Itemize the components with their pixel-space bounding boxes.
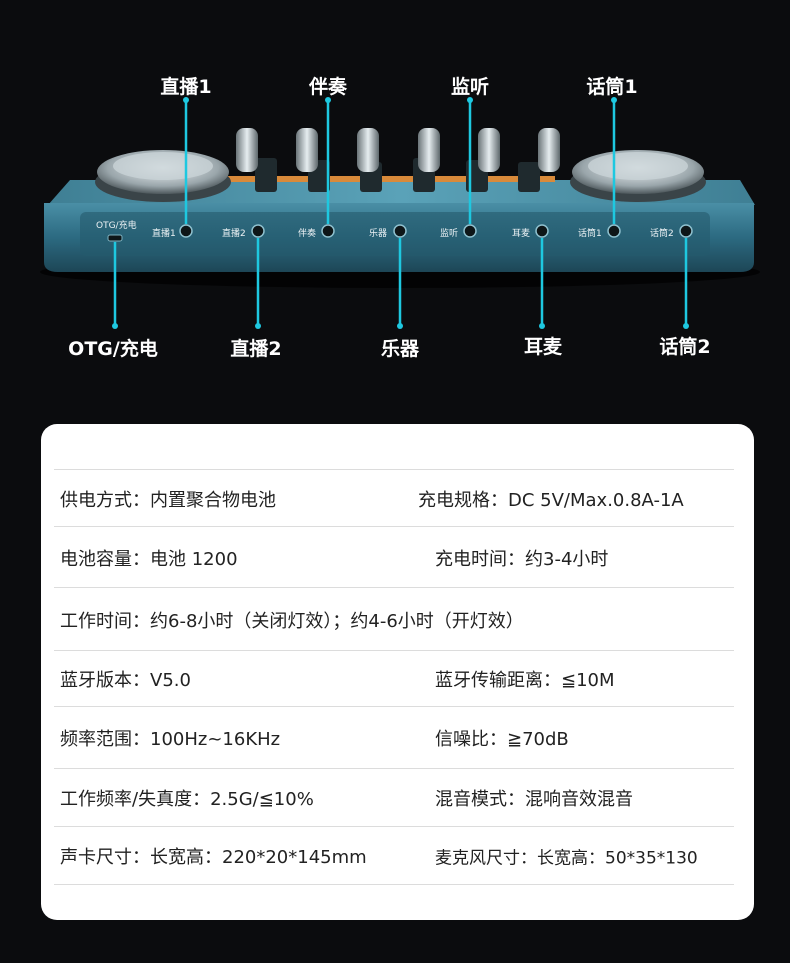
callout-huatong1: 话筒1: [586, 76, 638, 98]
jack-port-group: [179, 224, 693, 238]
spec-right-7: 麦克风尺寸：长宽高：50*35*130: [435, 848, 698, 868]
jack-banzou[interactable]: [321, 224, 335, 238]
spec-row-2: 电池容量：电池 1200 充电时间：约3-4小时: [54, 526, 734, 588]
port-label-ermai: 耳麦: [512, 229, 531, 239]
callout-banzou: 伴奏: [308, 76, 348, 98]
spec-row-7: 声卡尺寸：长宽高：220*20*145mm 麦克风尺寸：长宽高：50*35*13…: [54, 826, 734, 885]
callout-huatong2: 话筒2: [659, 336, 711, 358]
callout-otg: OTG/充电: [68, 338, 158, 360]
callout-jianting: 监听: [450, 76, 490, 98]
otg-port[interactable]: [107, 234, 123, 242]
right-dial[interactable]: [570, 150, 706, 202]
port-label-huatong2: 话筒2: [650, 229, 674, 239]
callout-ermai: 耳麦: [523, 336, 563, 358]
spec-right-6: 混音模式：混响音效混音: [435, 789, 633, 810]
device-drawing: [40, 97, 760, 329]
sound-card-illustration: OTG/充电 直播1 直播2 伴奏 乐器 监听 耳麦 话筒1 话筒2 直播1 伴…: [0, 0, 790, 400]
spec-left-4: 蓝牙版本：V5.0: [60, 670, 191, 691]
port-label-huatong1: 话筒1: [578, 229, 602, 239]
callout-yueqi: 乐器: [380, 338, 420, 360]
jack-jianting[interactable]: [463, 224, 477, 238]
jack-huatong2[interactable]: [679, 224, 693, 238]
spec-row-4: 蓝牙版本：V5.0 蓝牙传输距离：≦10M: [54, 650, 734, 707]
port-label-yueqi: 乐器: [369, 229, 388, 239]
small-knob-6[interactable]: [538, 128, 560, 172]
small-knob-group: [236, 128, 560, 172]
spec-right-1: 充电规格：DC 5V/Max.0.8A-1A: [418, 489, 684, 511]
jack-yueqi[interactable]: [393, 224, 407, 238]
spec-right-4: 蓝牙传输距离：≦10M: [435, 670, 615, 691]
small-knob-1[interactable]: [236, 128, 258, 172]
led-strip: [225, 176, 555, 182]
spec-left-7: 声卡尺寸：长宽高：220*20*145mm: [60, 846, 367, 868]
small-knob-2[interactable]: [296, 128, 318, 172]
spec-row-5: 频率范围：100Hz~16KHz 信噪比：≧70dB: [54, 706, 734, 769]
small-knob-3[interactable]: [357, 128, 379, 172]
spec-left-3: 工作时间：约6-8小时（关闭灯效）；约4-6小时（开灯效）: [60, 610, 524, 632]
jack-ermai[interactable]: [535, 224, 549, 238]
spec-right-5: 信噪比：≧70dB: [435, 729, 569, 750]
callout-lines: [112, 97, 689, 329]
port-label-otg: OTG/充电: [96, 221, 137, 231]
spec-left-6: 工作频率/失真度：2.5G/≦10%: [60, 789, 314, 810]
small-knob-5[interactable]: [478, 128, 500, 172]
spec-left-5: 频率范围：100Hz~16KHz: [60, 729, 281, 750]
spec-row-3: 工作时间：约6-8小时（关闭灯效）；约4-6小时（开灯效）: [54, 587, 734, 651]
left-dial[interactable]: [95, 150, 231, 202]
callout-zhibo2: 直播2: [230, 338, 282, 360]
spec-left-1: 供电方式：内置聚合物电池: [60, 489, 276, 511]
port-label-banzou: 伴奏: [298, 229, 317, 239]
spec-right-2: 充电时间：约3-4小时: [435, 548, 609, 570]
spec-row-1: 供电方式：内置聚合物电池 充电规格：DC 5V/Max.0.8A-1A: [54, 469, 734, 527]
port-label-jianting: 监听: [440, 229, 459, 239]
port-label-zhibo2: 直播2: [222, 229, 246, 239]
callout-zhibo1: 直播1: [160, 76, 212, 98]
jack-huatong1[interactable]: [607, 224, 621, 238]
jack-zhibo1[interactable]: [179, 224, 193, 238]
spec-row-6: 工作频率/失真度：2.5G/≦10% 混音模式：混响音效混音: [54, 768, 734, 827]
port-label-zhibo1: 直播1: [152, 229, 176, 239]
fader-6[interactable]: [518, 162, 540, 192]
spec-left-2: 电池容量：电池 1200: [60, 548, 238, 570]
jack-zhibo2[interactable]: [251, 224, 265, 238]
fader-1[interactable]: [255, 158, 277, 192]
small-knob-4[interactable]: [418, 128, 440, 172]
spec-card: 供电方式：内置聚合物电池 充电规格：DC 5V/Max.0.8A-1A 电池容量…: [41, 424, 754, 920]
